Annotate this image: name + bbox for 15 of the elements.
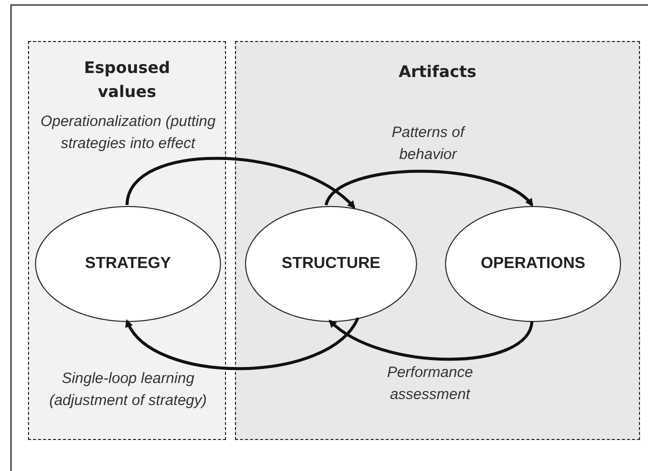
dashed-panel <box>28 41 226 440</box>
edge-label: Performance assessment <box>386 363 474 405</box>
edge-label: Operationalization (putting strategies into effect <box>39 112 217 154</box>
curved-arrow <box>324 170 534 206</box>
panel-heading: Espoused values <box>82 57 172 103</box>
node-label: STRUCTURE <box>282 255 380 273</box>
edge-label: Single-loop learning (adjustment of strategy) <box>48 369 208 411</box>
curved-arrow <box>328 320 534 361</box>
curved-arrow <box>126 156 356 209</box>
panel-heading: Artifacts <box>398 61 478 83</box>
edge-label: Patterns of behavior <box>390 123 466 165</box>
dashed-panel <box>235 41 640 440</box>
node-label: OPERATIONS <box>480 255 586 273</box>
node-label: STRATEGY <box>85 255 171 273</box>
curved-arrow <box>126 317 360 370</box>
